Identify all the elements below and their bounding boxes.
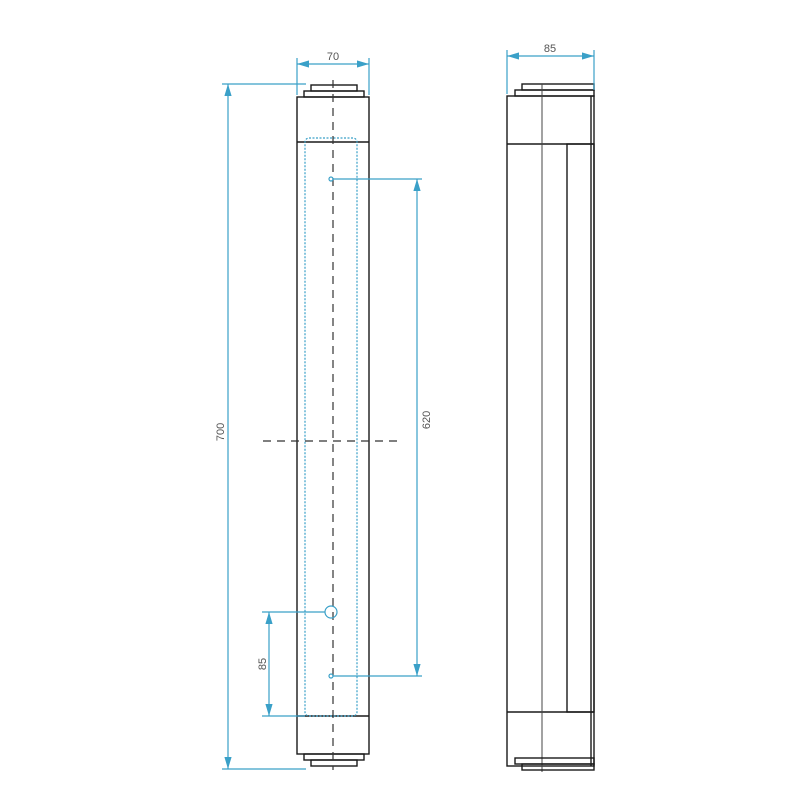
depth-label: 85 <box>544 43 556 55</box>
offset-label: 85 <box>257 658 269 670</box>
front-view <box>263 80 400 770</box>
dimension-depth-85: 85 <box>506 43 595 94</box>
dimension-cable-offset-85: 85 <box>257 611 325 717</box>
dimension-height-700: 700 <box>215 83 306 770</box>
dimension-mount-spacing-620: 620 <box>333 178 433 677</box>
spacing-label: 620 <box>421 411 433 429</box>
dimension-width-70: 70 <box>296 51 370 95</box>
height-label: 700 <box>215 423 227 441</box>
side-view <box>506 83 595 772</box>
width-label: 70 <box>327 51 339 63</box>
